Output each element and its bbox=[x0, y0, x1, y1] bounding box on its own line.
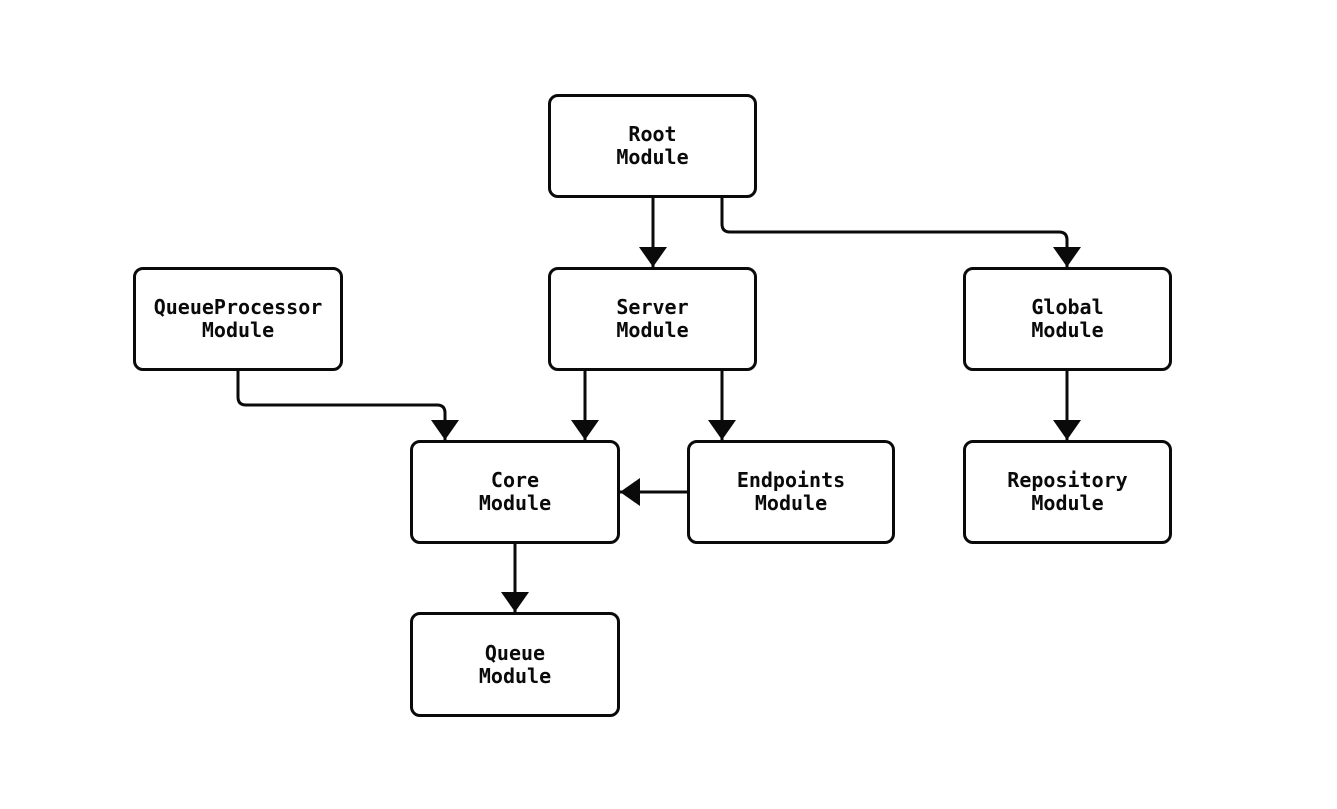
node-queueprocessor-module: QueueProcessor Module bbox=[133, 267, 343, 371]
node-label: Module bbox=[754, 491, 828, 515]
node-label: Module bbox=[478, 491, 552, 515]
node-core-module: Core Module bbox=[410, 440, 620, 544]
node-server-module: Server Module bbox=[548, 267, 757, 371]
edge-root-to-global bbox=[720, 198, 1081, 267]
node-label: Module bbox=[201, 318, 275, 342]
node-label: Root bbox=[628, 122, 677, 146]
node-label: Repository bbox=[1007, 468, 1128, 492]
edge-queueprocessor-to-core bbox=[236, 371, 459, 440]
node-endpoints-module: Endpoints Module bbox=[687, 440, 895, 544]
node-label: Server bbox=[616, 295, 689, 319]
node-label: Module bbox=[1031, 491, 1104, 515]
node-global-module: Global Module bbox=[963, 267, 1172, 371]
node-queue-module: Queue Module bbox=[410, 612, 620, 717]
node-label: Module bbox=[478, 663, 552, 688]
node-label: Queue bbox=[484, 640, 546, 665]
node-label: Core bbox=[490, 468, 540, 492]
node-root-module: Root Module bbox=[548, 94, 757, 198]
node-label: Endpoints bbox=[736, 468, 846, 492]
node-label: Module bbox=[1031, 318, 1104, 342]
node-label: QueueProcessor bbox=[153, 295, 323, 319]
node-label: Module bbox=[616, 145, 689, 169]
node-label: Module bbox=[616, 318, 689, 342]
node-label: Global bbox=[1031, 295, 1104, 319]
node-repository-module: Repository Module bbox=[963, 440, 1172, 544]
